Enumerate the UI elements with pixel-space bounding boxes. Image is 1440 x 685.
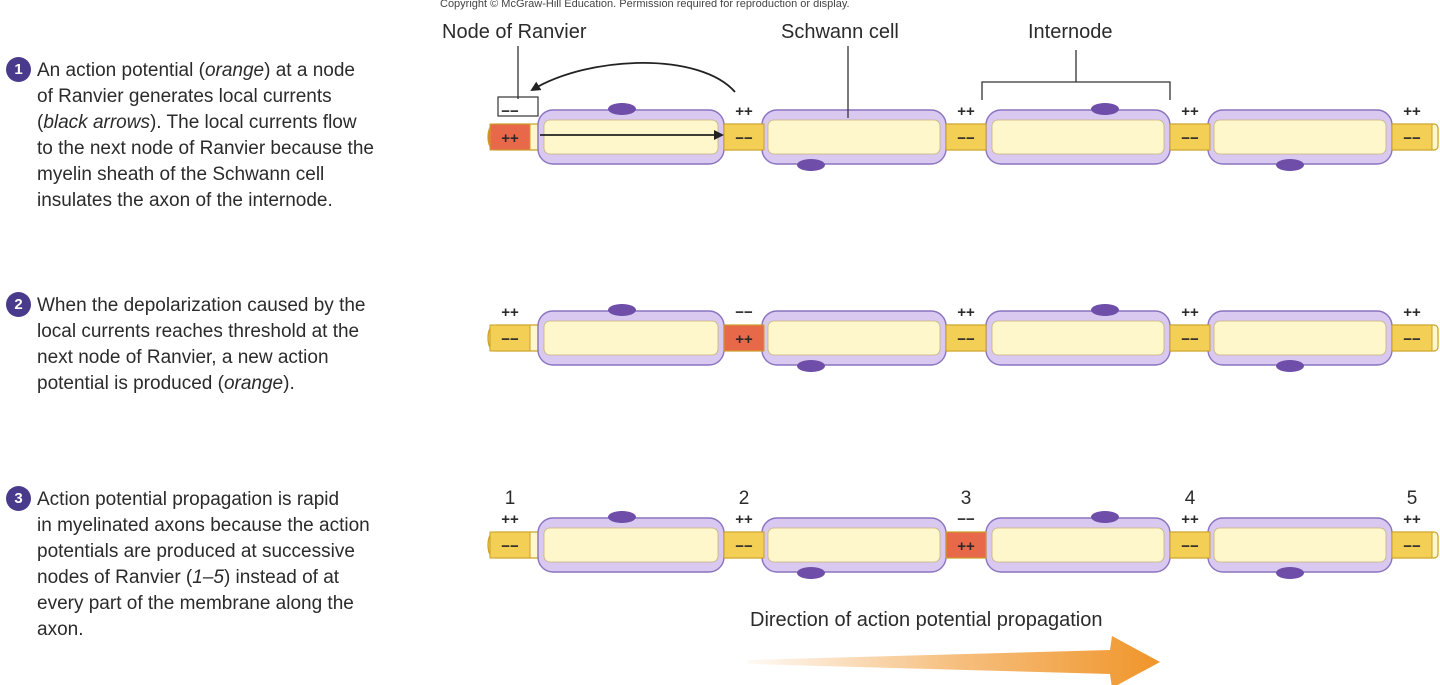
node-of-ranvier <box>945 324 987 352</box>
schwann-nucleus <box>1091 103 1119 115</box>
schwann-nucleus <box>608 511 636 523</box>
inside-charge: −− <box>957 331 975 348</box>
node-of-ranvier <box>1169 123 1211 151</box>
inside-charge: −− <box>1403 130 1421 147</box>
step-number-badge: 2 <box>6 292 31 317</box>
node-of-ranvier <box>1391 123 1433 151</box>
axon-row: −− ++ 1 −− ++ 2 ++ −− 3 −− ++ 4 −− ++ 5 <box>487 488 1439 579</box>
node-of-ranvier <box>489 531 531 559</box>
inside-charge: −− <box>1403 538 1421 555</box>
node-of-ranvier <box>945 531 987 559</box>
schwann-nucleus <box>1276 567 1304 579</box>
internode-axon <box>543 119 719 155</box>
inside-charge: −− <box>957 130 975 147</box>
outside-charge: ++ <box>1181 304 1199 321</box>
direction-label: Direction of action potential propagatio… <box>750 609 1102 631</box>
inside-charge: ++ <box>957 538 975 555</box>
inside-charge: ++ <box>501 130 519 147</box>
node-of-ranvier <box>1169 531 1211 559</box>
internode-axon <box>1213 320 1387 356</box>
node-number: 4 <box>1185 488 1196 509</box>
outside-charge: ++ <box>957 103 975 120</box>
schwann-nucleus <box>608 103 636 115</box>
internode-axon <box>991 527 1165 563</box>
inside-charge: −− <box>501 538 519 555</box>
curved-current-arrow <box>530 61 736 93</box>
internode-label: Internode <box>1028 21 1113 43</box>
node-of-ranvier <box>489 324 531 352</box>
schwann-nucleus <box>1276 159 1304 171</box>
outside-charge: ++ <box>501 304 519 321</box>
internode-axon <box>1213 119 1387 155</box>
axon-row: −− ++ ++ −− −− ++ −− ++ −− ++ <box>487 304 1439 372</box>
node-of-ranvier <box>723 531 765 559</box>
direction-arrow <box>748 636 1160 685</box>
schwann-nucleus <box>797 360 825 372</box>
outside-charge: ++ <box>735 511 753 528</box>
schwann-nucleus <box>797 567 825 579</box>
inside-charge: −− <box>1181 538 1199 555</box>
schwann-cell-label: Schwann cell <box>781 21 899 43</box>
node-of-ranvier <box>723 123 765 151</box>
internode-axon <box>767 320 941 356</box>
node-of-ranvier <box>489 123 531 151</box>
outside-charge: ++ <box>501 511 519 528</box>
axon-row: ++ −− −− ++ −− ++ −− ++ −− ++ <box>487 96 1439 171</box>
inside-charge: −− <box>735 538 753 555</box>
outside-charge: −− <box>735 304 753 321</box>
inside-charge: −− <box>1181 130 1199 147</box>
outside-charge: −− <box>957 511 975 528</box>
schwann-nucleus <box>1276 360 1304 372</box>
outside-charge: ++ <box>1181 103 1199 120</box>
node-of-ranvier <box>945 123 987 151</box>
internode-axon <box>543 527 719 563</box>
outside-charge: ++ <box>1403 103 1421 120</box>
outside-charge: ++ <box>1181 511 1199 528</box>
node-of-ranvier <box>1391 531 1433 559</box>
internode-axon <box>767 527 941 563</box>
outside-charge: −− <box>501 103 519 120</box>
inside-charge: −− <box>1181 331 1199 348</box>
schwann-nucleus <box>797 159 825 171</box>
inside-charge: ++ <box>735 331 753 348</box>
internode-axon <box>543 320 719 356</box>
internode-bracket <box>981 50 1171 100</box>
outside-charge: ++ <box>1403 304 1421 321</box>
inside-charge: −− <box>735 130 753 147</box>
step-number-badge: 3 <box>6 486 31 511</box>
inside-charge: −− <box>501 331 519 348</box>
node-number: 2 <box>739 488 750 509</box>
internode-axon <box>991 320 1165 356</box>
inside-charge: −− <box>1403 331 1421 348</box>
node-number: 5 <box>1407 488 1418 509</box>
internode-axon <box>991 119 1165 155</box>
schwann-nucleus <box>1091 304 1119 316</box>
copyright-notice: Copyright © McGraw-Hill Education. Permi… <box>440 0 850 10</box>
node-of-ranvier <box>723 324 765 352</box>
node-of-ranvier <box>1169 324 1211 352</box>
node-number: 1 <box>505 488 516 509</box>
node-of-ranvier <box>1391 324 1433 352</box>
internode-axon <box>767 119 941 155</box>
schwann-nucleus <box>608 304 636 316</box>
node-of-ranvier-label: Node of Ranvier <box>442 21 587 43</box>
schwann-nucleus <box>1091 511 1119 523</box>
outside-charge: ++ <box>735 103 753 120</box>
outside-charge: ++ <box>1403 511 1421 528</box>
node-number: 3 <box>961 488 972 509</box>
step-number-badge: 1 <box>6 57 31 82</box>
outside-charge: ++ <box>957 304 975 321</box>
internode-axon <box>1213 527 1387 563</box>
